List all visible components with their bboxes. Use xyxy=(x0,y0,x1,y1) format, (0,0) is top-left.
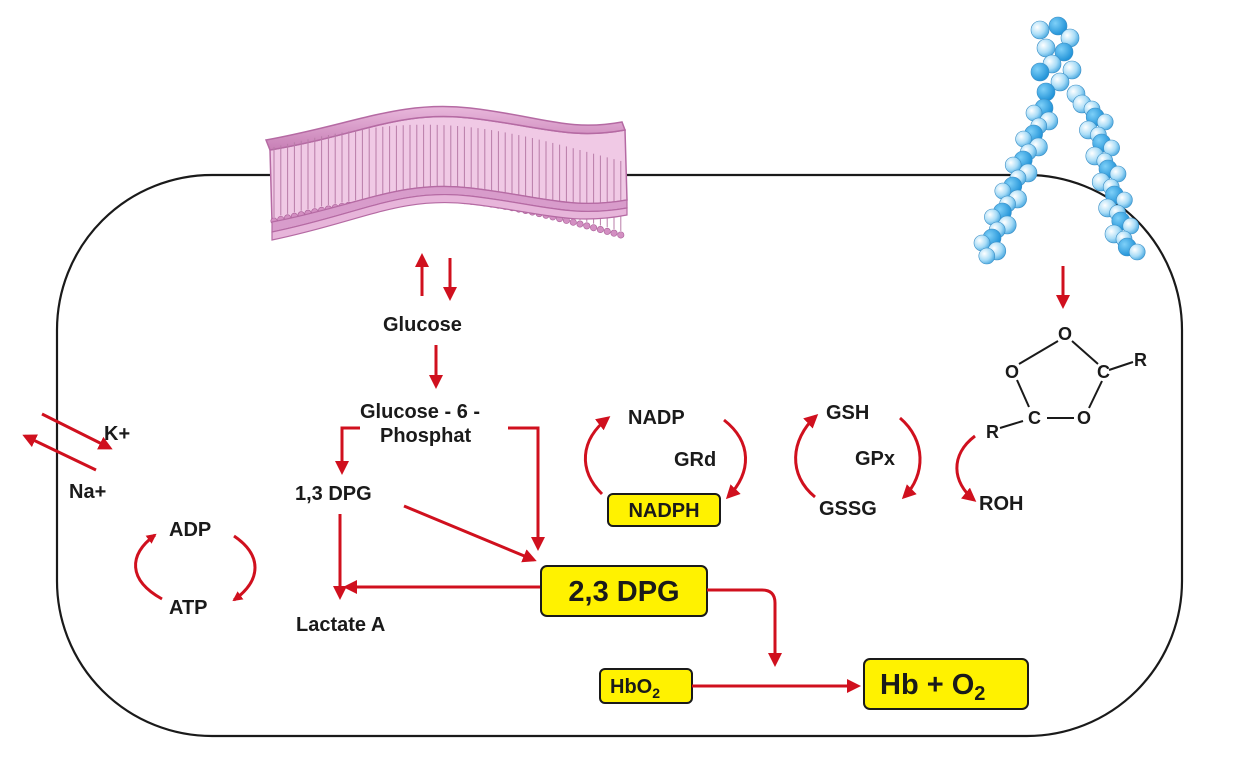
gssg-label: GSSG xyxy=(819,498,877,520)
23dpg-label: 2,3 DPG xyxy=(568,576,679,608)
23dpg-to-hb-arrow xyxy=(707,588,782,667)
hb-o2-label: Hb + O2 xyxy=(880,669,985,705)
ozonide-to-roh-arrow xyxy=(955,434,977,502)
na-label: Na+ xyxy=(69,481,106,503)
13dpg-label: 1,3 DPG xyxy=(295,483,372,505)
adp-to-atp-arrow xyxy=(232,534,257,602)
cell-membrane-outline xyxy=(55,173,1184,738)
k-label: K+ xyxy=(104,423,130,445)
roh-label: ROH xyxy=(979,493,1023,515)
membrane-bilayer-icon xyxy=(264,105,628,241)
ozonide-o-top: O xyxy=(1058,324,1072,344)
nadp-label: NADP xyxy=(628,407,685,429)
13dpg-to-23dpg-arrow xyxy=(403,504,537,563)
ozonide-c-right: C xyxy=(1097,362,1110,382)
adp-label: ADP xyxy=(169,519,211,541)
na-efflux-arrow xyxy=(22,434,97,472)
g6p-label-line2: Phosphat xyxy=(380,425,471,447)
ozonide-o-left: O xyxy=(1005,362,1019,382)
hb-o2-box xyxy=(863,658,1029,710)
hbo2-subscript: 2 xyxy=(652,685,660,701)
gssg-to-gsh-arrow xyxy=(794,413,819,499)
ozonide-r-right: R xyxy=(1134,350,1147,370)
g6p-to-23dpg-arrow xyxy=(508,426,545,551)
gpx-label: GPx xyxy=(855,448,895,470)
atp-label: ATP xyxy=(169,597,208,619)
ozonide-o-right: O xyxy=(1077,408,1091,428)
g6p-label-line1: Glucose - 6 - xyxy=(360,401,480,423)
k-influx-arrow xyxy=(41,412,113,450)
glucose-label: Glucose xyxy=(383,314,462,336)
hbo2-label: HbO2 xyxy=(610,676,660,701)
lactate-label: Lactate A xyxy=(296,614,385,636)
grd-label: GRd xyxy=(674,449,716,471)
lipid-molecule-icon xyxy=(973,16,1146,265)
gsh-label: GSH xyxy=(826,402,869,424)
nadph-label: NADPH xyxy=(628,500,699,522)
atp-to-adp-arrow xyxy=(134,533,163,601)
ozonide-c-left: C xyxy=(1028,408,1041,428)
gsh-to-gssg-arrow xyxy=(899,416,922,500)
nadph-to-nadp-arrow xyxy=(584,416,611,496)
g6p-to-13dpg-arrow xyxy=(335,426,360,475)
hb-o2-subscript: 2 xyxy=(974,683,985,705)
ozonide-ring-icon: O O O C C R R xyxy=(986,324,1147,442)
nadph-box xyxy=(607,493,721,527)
ozonide-r-left: R xyxy=(986,422,999,442)
nadp-to-nadph-arrow xyxy=(723,418,747,500)
